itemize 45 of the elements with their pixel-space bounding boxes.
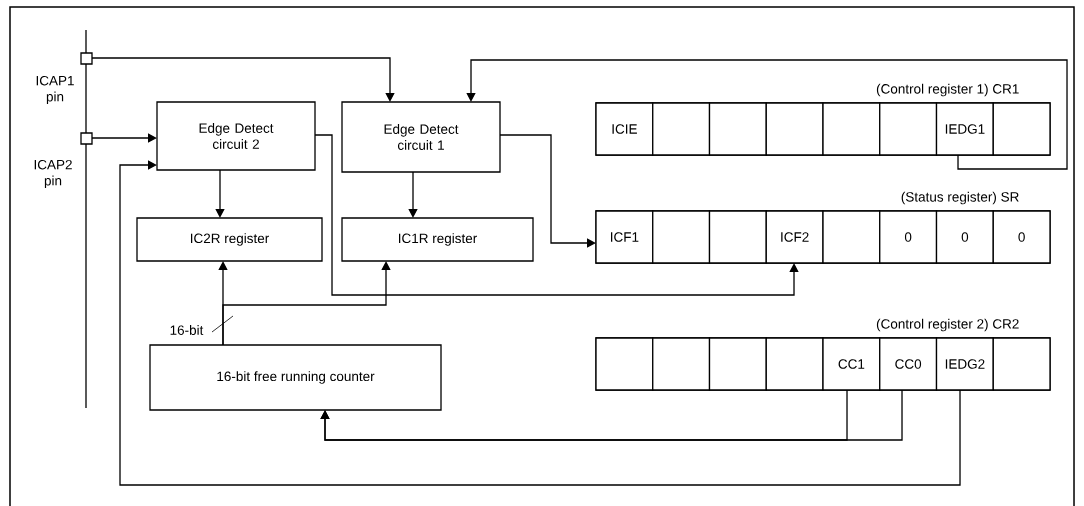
- register-bit-cell: [879, 102, 938, 156]
- circuit-box: Edge Detect circuit 1: [341, 101, 501, 173]
- register-bit-cell: 0: [935, 210, 994, 264]
- register-bit-cell: [708, 210, 767, 264]
- arrow: [91, 133, 157, 143]
- counter-box: 16-bit free running counter: [149, 344, 442, 411]
- pin-label: ICAP2 pin: [34, 159, 72, 189]
- register-bit-cell: 0: [879, 210, 938, 264]
- arrow: [215, 169, 225, 218]
- arrow: [222, 261, 391, 346]
- pin-label: ICAP1 pin: [36, 75, 74, 105]
- register-bit-cell: [708, 102, 767, 156]
- register-bit-cell: 0: [992, 210, 1051, 264]
- register-bit-cell: [595, 337, 654, 391]
- register-bit-cell: CC1: [822, 337, 881, 391]
- register-bit-cell: [708, 337, 767, 391]
- arrow: [466, 59, 1068, 170]
- arrow: [408, 171, 418, 218]
- pin-terminal: [80, 52, 93, 65]
- pin-terminal: [80, 132, 93, 145]
- register-box: IC1R register: [341, 217, 534, 262]
- register-bit-cell: [822, 102, 881, 156]
- register-box: IC2R register: [136, 217, 323, 262]
- register-bit-cell: ICIE: [595, 102, 654, 156]
- register-bit-cell: [652, 337, 711, 391]
- node-label: (Control register 1) CR1: [876, 83, 1019, 97]
- register-bit-cell: ICF1: [595, 210, 654, 264]
- register-bit-cell: [992, 337, 1051, 391]
- register-bit-cell: [992, 102, 1051, 156]
- arrow: [499, 134, 596, 248]
- arrow: [314, 134, 799, 296]
- register-bit-cell: [765, 337, 824, 391]
- node-label: (Status register) SR: [901, 191, 1019, 205]
- arrow: [119, 160, 961, 486]
- node-label: (Control register 2) CR2: [876, 318, 1019, 332]
- register-bit-cell: IEDG2: [935, 337, 994, 391]
- register-bit-cell: ICF2: [765, 210, 824, 264]
- circuit-box: Edge Detect circuit 2: [156, 101, 316, 171]
- register-bit-cell: [822, 210, 881, 264]
- register-bit-cell: IEDG1: [935, 102, 994, 156]
- register-bit-cell: [652, 102, 711, 156]
- register-bit-cell: CC0: [879, 337, 938, 391]
- register-bit-cell: [652, 210, 711, 264]
- register-bit-cell: [765, 102, 824, 156]
- arrow: [91, 57, 395, 102]
